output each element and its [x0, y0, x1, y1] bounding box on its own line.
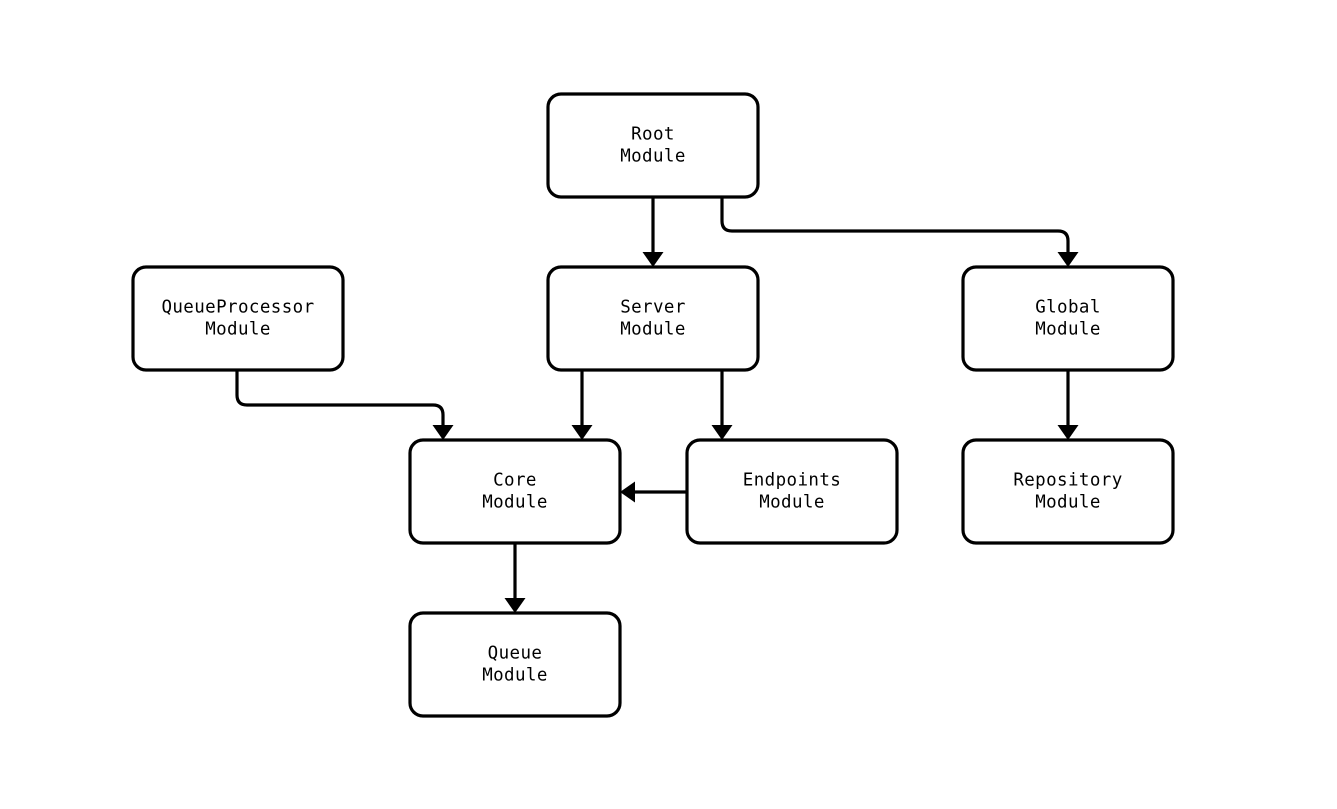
edge-server-to-endpoints [711, 370, 733, 440]
node-box [408, 611, 622, 718]
node-box [546, 92, 760, 199]
node-box [961, 438, 1175, 545]
arrowhead-icon [432, 425, 454, 440]
edge-root-to-server [642, 197, 664, 267]
arrowhead-icon [711, 425, 733, 440]
arrowhead-icon [1057, 252, 1079, 267]
node-label-line1: Global [1035, 298, 1101, 318]
arrowhead-icon [642, 252, 664, 267]
node-box [685, 438, 899, 545]
node-label-line1: Core [493, 471, 537, 491]
node-box [961, 265, 1175, 372]
edge-root-to-global [720, 197, 1079, 267]
node-label-line2: Module [482, 666, 548, 686]
node-box [546, 265, 760, 372]
edge-line [720, 197, 1070, 252]
node-label-line2: Module [620, 147, 686, 167]
arrowhead-icon [504, 598, 526, 613]
edge-line [235, 370, 445, 425]
arrowhead-icon [1057, 425, 1079, 440]
edge-queueprocessor-to-core [235, 370, 454, 440]
node-box [408, 438, 622, 545]
node-label-line2: Module [205, 320, 271, 340]
node-label-line1: QueueProcessor [161, 298, 314, 318]
edge-core-to-queue [504, 543, 526, 613]
edge-server-to-core [571, 370, 593, 440]
arrowhead-icon [620, 481, 635, 503]
edge-global-to-repository [1057, 370, 1079, 440]
node-label-line2: Module [482, 493, 548, 513]
edge-endpoints-to-core [620, 481, 687, 503]
node-label-line2: Module [620, 320, 686, 340]
node-label-line1: Endpoints [743, 471, 841, 491]
node-label-line1: Queue [488, 644, 543, 664]
edges-layer [235, 197, 1079, 613]
node-label-line2: Module [1035, 320, 1101, 340]
node-label-line2: Module [759, 493, 825, 513]
node-box [131, 265, 345, 372]
node-label-line1: Repository [1013, 471, 1122, 491]
node-label-line1: Root [631, 125, 675, 145]
node-label-line2: Module [1035, 493, 1101, 513]
node-label-line1: Server [620, 298, 686, 318]
arrowhead-icon [571, 425, 593, 440]
